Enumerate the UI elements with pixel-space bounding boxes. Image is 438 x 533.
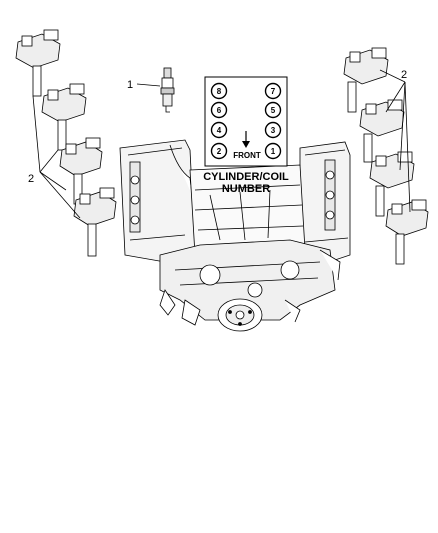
leader-lines-2-right [379,69,411,213]
coil-right-3 [369,151,415,217]
engine-illustration [119,139,351,332]
coil-left-1 [15,29,61,97]
svg-text:3: 3 [271,126,276,135]
cylinder-caption-line1: CYLINDER/COIL [203,171,289,183]
cylinder-circle-4: 4 [210,121,228,139]
cylinder-circle-6: 6 [210,101,228,119]
cylinder-circle-8: 8 [210,82,228,100]
spark-plug-illustration [160,67,175,113]
cylinder-caption-line2: NUMBER [222,183,270,195]
svg-text:4: 4 [217,126,222,135]
svg-text:7: 7 [271,87,276,96]
cylinder-circle-3: 3 [264,121,282,139]
callout-1: 1 [127,79,133,91]
coil-right-4 [385,199,429,265]
coil-left-3 [59,137,103,205]
svg-text:2: 2 [217,147,222,156]
cylinder-circle-1: 1 [264,142,282,160]
leader-line-1 [136,83,161,87]
svg-text:6: 6 [217,106,222,115]
cylinder-circle-7: 7 [264,82,282,100]
cylinder-circle-2: 2 [210,142,228,160]
svg-text:1: 1 [271,147,276,156]
svg-text:8: 8 [217,87,222,96]
callout-2-right: 2 [401,69,407,81]
coil-right-2 [359,99,405,163]
front-arrow-icon [242,131,250,148]
cylinder-circle-5: 5 [264,101,282,119]
leader-lines-2-left [32,95,81,219]
svg-text:5: 5 [271,106,276,115]
coil-left-4 [73,187,117,257]
cylinder-chart: 8 7 6 5 4 3 2 1 [204,76,288,167]
callout-2-left: 2 [28,173,34,185]
coil-right-1 [343,47,389,113]
front-label: FRONT [233,151,261,160]
coil-left-2 [41,83,87,151]
